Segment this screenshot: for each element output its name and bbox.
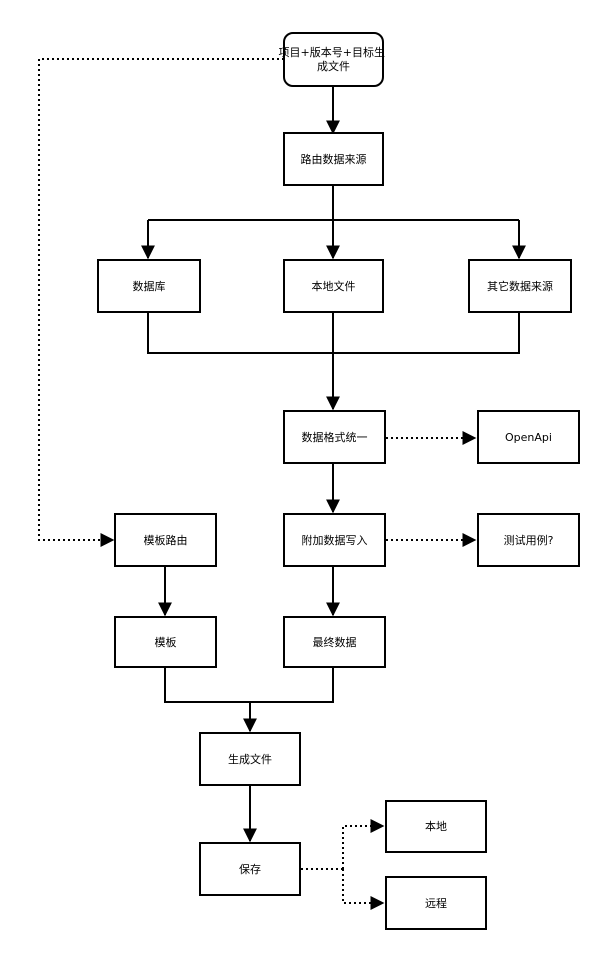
node-template: 模板 — [114, 616, 217, 668]
edge-save-to-local — [342, 819, 385, 869]
edge-start-to-template-route — [38, 58, 284, 547]
node-openapi-label: OpenApi — [505, 431, 552, 444]
node-remote: 远程 — [385, 876, 487, 930]
node-final-data-label: 最终数据 — [313, 635, 357, 649]
node-database-label: 数据库 — [133, 279, 166, 293]
node-save-label: 保存 — [239, 862, 261, 876]
node-remote-label: 远程 — [425, 897, 447, 910]
node-local-file-label: 本地文件 — [312, 279, 356, 293]
node-openapi: OpenApi — [477, 410, 580, 464]
node-local: 本地 — [385, 800, 487, 853]
node-append-data-label: 附加数据写入 — [302, 533, 368, 547]
node-start-label-line2: 成文件 — [317, 59, 350, 73]
node-format-unify: 数据格式统一 — [283, 410, 386, 464]
node-generate-file-label: 生成文件 — [228, 752, 272, 766]
node-append-data: 附加数据写入 — [283, 513, 386, 567]
node-template-label: 模板 — [155, 635, 177, 649]
node-test-case: 测试用例? — [477, 513, 580, 567]
node-template-route-label: 模板路由 — [144, 533, 188, 547]
edge-merge-template-final — [164, 667, 334, 703]
connectors — [38, 58, 526, 910]
node-generate-file: 生成文件 — [199, 732, 301, 786]
node-start-label-line1: 项目+版本号+目标生 — [279, 45, 385, 59]
node-start: 项目+版本号+目标生 成文件 — [279, 32, 389, 87]
node-format-unify-label: 数据格式统一 — [302, 430, 368, 444]
node-database: 数据库 — [97, 259, 201, 313]
nodes: 项目+版本号+目标生 成文件 路由数据来源 数据库 本地文件 其它数据来源 数据… — [97, 32, 580, 930]
node-local-label: 本地 — [425, 819, 447, 833]
svg-text:项目+版本号+目标生 成文件: 项目+版本号+目标生 成文件 — [279, 45, 389, 73]
node-route-source: 路由数据来源 — [283, 132, 384, 186]
node-local-file: 本地文件 — [283, 259, 384, 313]
node-other-source-label: 其它数据来源 — [487, 279, 553, 293]
edge-save-to-remote — [342, 869, 385, 910]
node-template-route: 模板路由 — [114, 513, 217, 567]
node-route-source-label: 路由数据来源 — [301, 152, 367, 166]
node-other-source: 其它数据来源 — [468, 259, 572, 313]
node-save: 保存 — [199, 842, 301, 896]
node-final-data: 最终数据 — [283, 616, 386, 668]
node-test-case-label: 测试用例? — [504, 533, 554, 547]
